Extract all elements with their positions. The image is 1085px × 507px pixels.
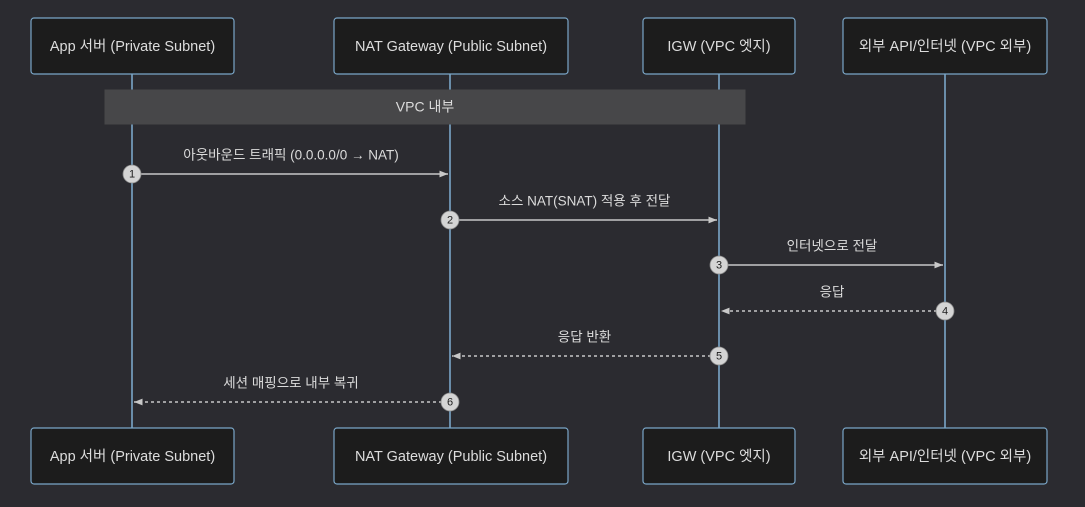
sequence-number-4: 4 bbox=[942, 306, 948, 318]
participant-box-app-bottom[interactable] bbox=[30, 427, 235, 485]
sequence-number-6: 6 bbox=[447, 397, 453, 409]
participant-box-ext-top[interactable] bbox=[842, 17, 1048, 75]
participant-box-igw-top[interactable] bbox=[642, 17, 796, 75]
vpc-band-rect bbox=[104, 89, 746, 125]
participant-boxes-top: App 서버 (Private Subnet) NAT Gateway (Publ… bbox=[30, 17, 1048, 75]
message-label-2: 소스 NAT(SNAT) 적용 후 전달 bbox=[499, 194, 671, 209]
participant-label-app-top: App 서버 (Private Subnet) bbox=[50, 38, 215, 55]
participant-label-nat-bottom: NAT Gateway (Public Subnet) bbox=[355, 449, 547, 465]
lifelines-group bbox=[131, 74, 946, 428]
sequence-number-5: 5 bbox=[716, 351, 722, 363]
sequence-badge-1 bbox=[122, 164, 142, 184]
participant-label-nat-top: NAT Gateway (Public Subnet) bbox=[355, 39, 547, 55]
sequence-number-3: 3 bbox=[716, 260, 722, 272]
participant-label-app-bottom: App 서버 (Private Subnet) bbox=[50, 448, 215, 465]
participant-boxes-bottom: App 서버 (Private Subnet) NAT Gateway (Publ… bbox=[30, 427, 1048, 485]
message-label-5: 응답 반환 bbox=[558, 330, 611, 345]
sequence-badge-4 bbox=[935, 301, 955, 321]
message-label-6: 세션 매핑으로 내부 복귀 bbox=[223, 376, 358, 391]
message-label-3: 인터넷으로 전달 bbox=[787, 239, 878, 254]
vpc-band-group: VPC 내부 bbox=[104, 89, 746, 125]
participant-label-igw-top: IGW (VPC 엣지) bbox=[667, 38, 770, 55]
participant-label-igw-bottom: IGW (VPC 엣지) bbox=[667, 448, 770, 465]
participant-box-nat-bottom[interactable] bbox=[333, 427, 569, 485]
sequence-badge-3 bbox=[709, 255, 729, 275]
sequence-badge-6 bbox=[440, 392, 460, 412]
sequence-badge-5 bbox=[709, 346, 729, 366]
participant-box-nat-top[interactable] bbox=[333, 17, 569, 75]
participant-label-ext-top: 외부 API/인터넷 (VPC 외부) bbox=[859, 38, 1031, 55]
message-label-1: 아웃바운드 트래픽 (0.0.0.0/0 → NAT) bbox=[183, 148, 398, 163]
participant-box-app-top[interactable] bbox=[30, 17, 235, 75]
participant-box-igw-bottom[interactable] bbox=[642, 427, 796, 485]
messages-group: 아웃바운드 트래픽 (0.0.0.0/0 → NAT) 1 소스 NAT(SNAT)… bbox=[122, 148, 955, 412]
message-label-4: 응답 bbox=[820, 285, 845, 300]
participant-box-ext-bottom[interactable] bbox=[842, 427, 1048, 485]
sequence-number-1: 1 bbox=[129, 169, 135, 181]
sequence-number-2: 2 bbox=[447, 215, 453, 227]
vpc-band-label: VPC 내부 bbox=[396, 99, 455, 115]
sequence-badge-2 bbox=[440, 210, 460, 230]
participant-label-ext-bottom: 외부 API/인터넷 (VPC 외부) bbox=[859, 448, 1031, 465]
